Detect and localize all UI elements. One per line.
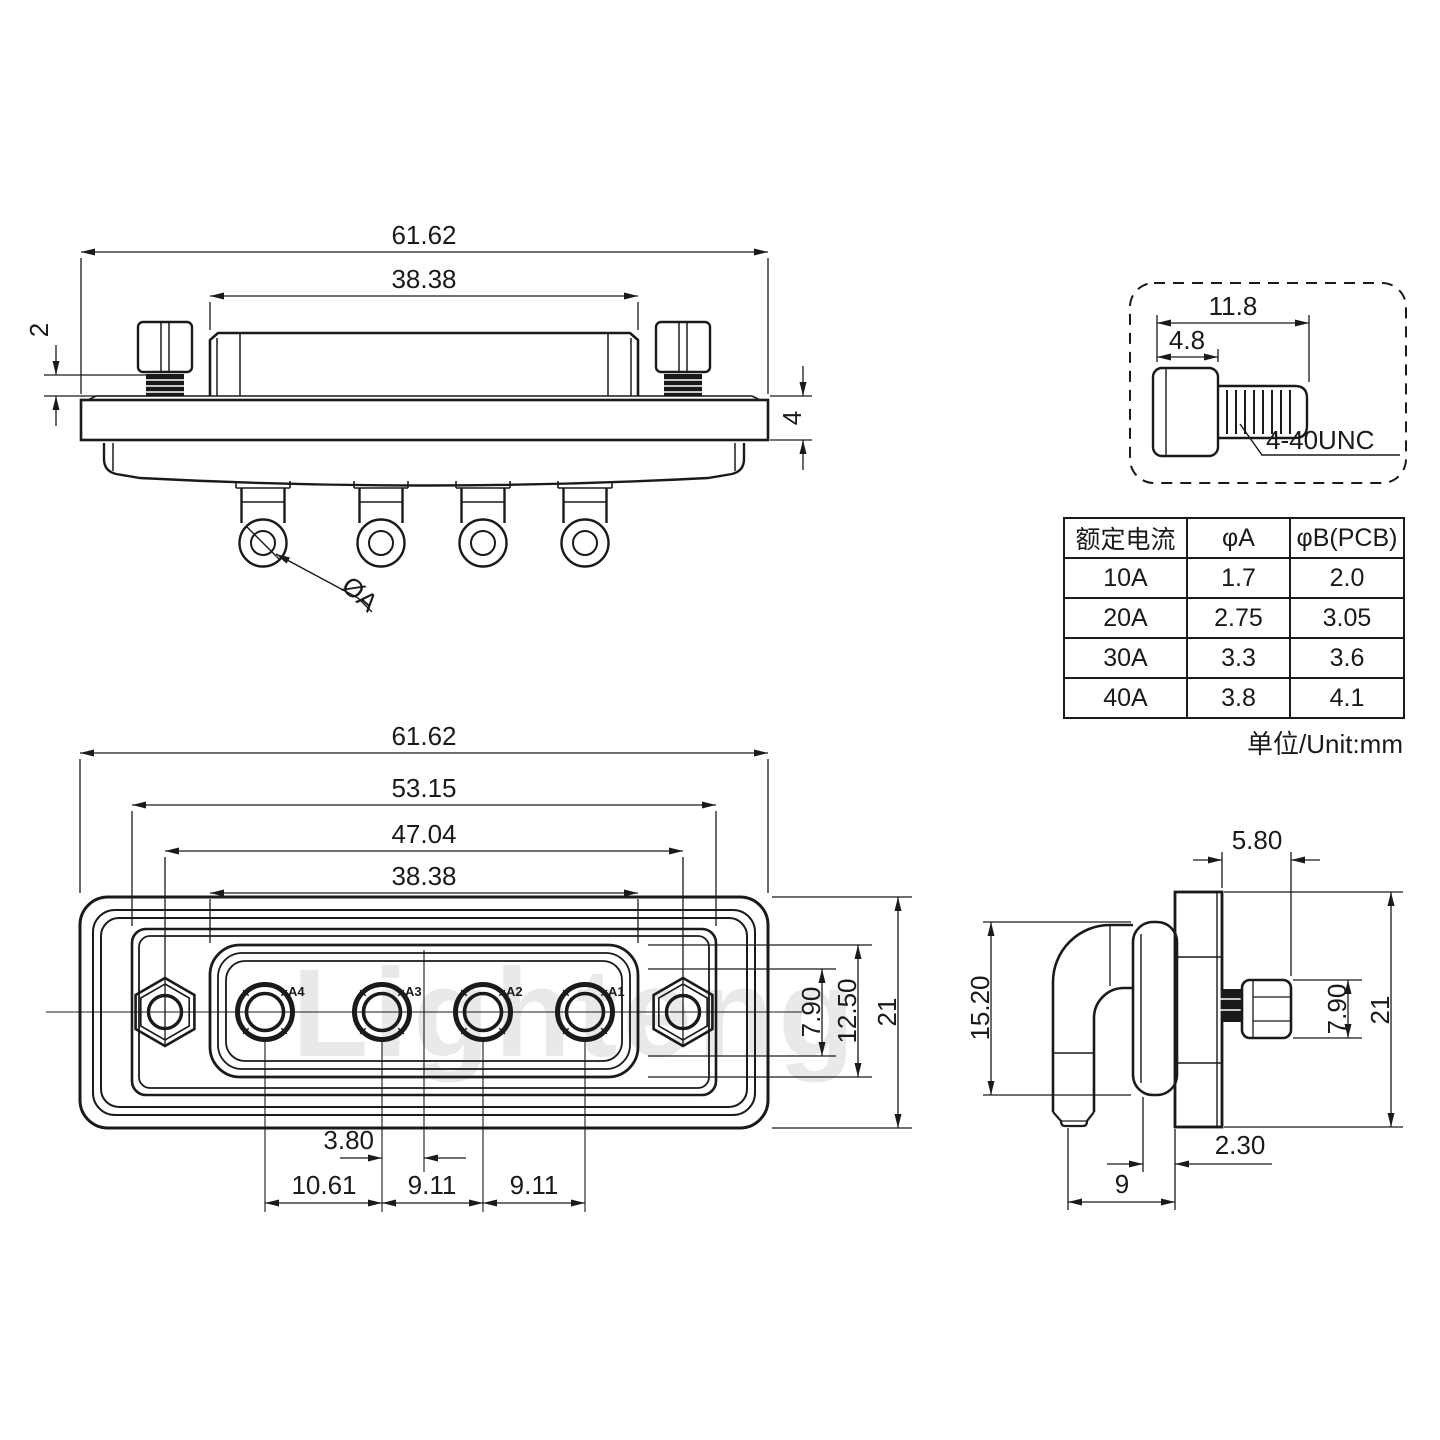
contact-a2 xyxy=(453,982,513,1042)
contact-a1 xyxy=(555,982,615,1042)
thumbscrew-right xyxy=(654,320,712,396)
top-dim-cap-label: 38.38 xyxy=(391,264,456,294)
front-dim-body-h xyxy=(772,896,912,1129)
thread-spec-label: 4-40UNC xyxy=(1266,425,1374,455)
contact-a4 xyxy=(235,982,295,1042)
side-dim-head xyxy=(1293,979,1362,1039)
screw-detail: 11.8 4.8 4-40UNC xyxy=(1129,282,1407,484)
side-dim-protrusion xyxy=(1193,852,1320,976)
top-dim-overall xyxy=(80,248,769,394)
contact-extension-lines xyxy=(264,1040,586,1212)
side-dim-flange-h xyxy=(1224,891,1403,1128)
front-dim-mount xyxy=(164,847,684,1046)
top-dim-flange xyxy=(770,366,812,470)
front-view: 61.62 53.15 47.04 38.38 xyxy=(46,721,912,1212)
contact-a4-label: A4 xyxy=(288,984,305,999)
front-dim-shield-h xyxy=(648,944,872,1078)
screw-dim-head xyxy=(1157,349,1219,362)
hex-nut-right xyxy=(652,976,714,1048)
hole-dia-leader xyxy=(275,553,373,613)
front-dim-mount-label: 47.04 xyxy=(391,819,456,849)
front-dim-offset-label: 3.80 xyxy=(323,1125,374,1155)
front-dim-panel-label: 53.15 xyxy=(391,773,456,803)
top-view: 61.62 38.38 xyxy=(24,220,812,618)
pin-a1 xyxy=(557,481,613,568)
table-row: 40A 3.8 4.1 xyxy=(1063,677,1405,719)
side-dim-pin-depth-label: 9 xyxy=(1115,1169,1129,1199)
contact-a3 xyxy=(352,982,412,1042)
table-header-phi-b: φB(PCB) xyxy=(1289,517,1405,559)
side-dim-boss-offset xyxy=(1107,1097,1272,1210)
top-dim-clearance xyxy=(44,345,153,426)
watermark-text: Lighteng xyxy=(292,944,860,1083)
top-dim-flange-label: 4 xyxy=(777,411,807,425)
pin-a3 xyxy=(353,481,409,568)
front-dim-opening-h-label: 7.90 xyxy=(796,987,826,1038)
top-dim-clearance-label: 2 xyxy=(24,323,54,337)
table-header-current: 额定电流 xyxy=(1063,517,1188,559)
current-rating-table: 额定电流 φA φB(PCB) 10A 1.7 2.0 20A 2.75 3.0… xyxy=(1063,517,1405,719)
front-dim-shield-label: 38.38 xyxy=(391,861,456,891)
hex-nut-left xyxy=(134,976,196,1048)
detail-frame xyxy=(1129,282,1407,484)
side-boss xyxy=(1131,920,1179,1097)
table-header-row: 额定电流 φA φB(PCB) xyxy=(1063,517,1405,559)
side-dim-pin-depth xyxy=(1067,1128,1175,1210)
side-dim-insert xyxy=(983,921,1131,1096)
front-dim-overall xyxy=(79,749,769,893)
side-view: 5.80 15.20 7.90 21 2.3 xyxy=(965,825,1403,1210)
screw-dim-total-label: 11.8 xyxy=(1209,291,1258,321)
side-dim-protrusion-label: 5.80 xyxy=(1232,825,1283,855)
flange xyxy=(79,395,770,442)
side-dim-flange-h-label: 21 xyxy=(1365,996,1395,1025)
front-dim-pitch1-label: 10.61 xyxy=(291,1170,356,1200)
side-flange xyxy=(1173,890,1224,1129)
front-dim-pitch2-label: 9.11 xyxy=(408,1170,457,1200)
body-shell xyxy=(102,443,746,487)
contact-a2-label: A2 xyxy=(506,984,523,999)
table-row: 30A 3.3 3.6 xyxy=(1063,637,1405,679)
contact-a3-label: A3 xyxy=(405,984,422,999)
screw-dim-head-label: 4.8 xyxy=(1169,325,1205,355)
side-dim-insert-label: 15.20 xyxy=(965,975,995,1040)
table-header-phi-a: φA xyxy=(1186,517,1291,559)
screw-outline xyxy=(1151,366,1309,458)
table-row: 20A 2.75 3.05 xyxy=(1063,597,1405,639)
side-dim-boss-offset-label: 2.30 xyxy=(1215,1130,1266,1160)
thumbscrew-left xyxy=(136,320,194,396)
thread-leader xyxy=(1239,423,1400,456)
front-dim-body-h-label: 21 xyxy=(872,998,902,1027)
pin-a4 xyxy=(235,481,291,568)
front-dim-opening-h xyxy=(648,968,836,1057)
contact-a1-label: A1 xyxy=(608,984,625,999)
front-dim-pitch3-label: 9.11 xyxy=(510,1170,559,1200)
side-elbow xyxy=(1051,923,1133,1128)
table-row: 10A 1.7 2.0 xyxy=(1063,557,1405,599)
front-dim-shield-h-label: 12.50 xyxy=(832,978,862,1043)
top-dim-overall-label: 61.62 xyxy=(391,220,456,250)
front-dim-panel xyxy=(131,801,717,926)
side-screw xyxy=(1220,978,1293,1040)
cap-outline xyxy=(208,331,640,396)
top-dim-cap xyxy=(209,292,639,330)
pin-a2 xyxy=(455,481,511,568)
front-dim-overall-label: 61.62 xyxy=(391,721,456,751)
unit-note: 单位/Unit:mm xyxy=(1246,729,1403,759)
hole-dia-label: ØA xyxy=(336,570,384,618)
side-dim-head-label: 7.90 xyxy=(1322,984,1352,1035)
